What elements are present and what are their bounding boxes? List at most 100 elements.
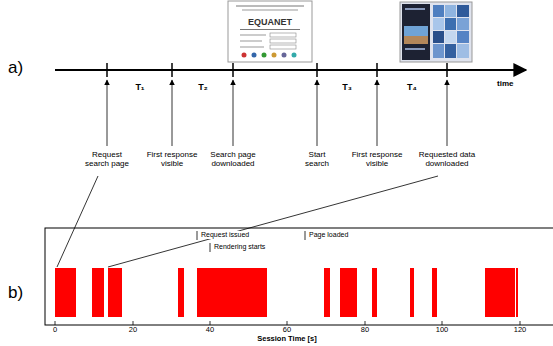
input-field xyxy=(270,45,296,49)
activity-bar xyxy=(372,268,377,317)
marker-label: Page loaded xyxy=(308,231,349,239)
event-label: First response visible xyxy=(348,150,406,168)
tick-label: 60 xyxy=(275,326,299,335)
activity-bar xyxy=(324,268,330,317)
axis-tick xyxy=(133,321,134,325)
text-line xyxy=(240,34,266,36)
activity-bar xyxy=(108,268,122,317)
activity-bar xyxy=(516,268,518,317)
tick-label: 100 xyxy=(430,326,454,335)
logo-icon xyxy=(272,53,277,58)
mosaic-tile xyxy=(457,31,469,43)
event-arrow xyxy=(317,80,318,146)
axis-ticks xyxy=(55,321,520,325)
axis-name: time xyxy=(497,79,527,88)
event-label: First response visible xyxy=(143,150,201,168)
event-tick xyxy=(171,63,173,77)
logo-icon xyxy=(282,53,287,58)
input-field xyxy=(270,39,296,43)
marker-label: Rendering starts xyxy=(213,243,266,251)
text-line xyxy=(240,40,262,42)
event-tick xyxy=(446,63,448,77)
activity-bar xyxy=(178,268,184,317)
activity-plot xyxy=(45,228,553,325)
marker-tick xyxy=(305,231,306,240)
activity-bar xyxy=(485,268,515,317)
screenshot-frame xyxy=(228,1,312,62)
marker-tick xyxy=(197,231,198,240)
event-label: Request search page xyxy=(82,150,132,168)
event-tick xyxy=(376,63,378,77)
axis-tick xyxy=(365,321,366,325)
plot-frame xyxy=(45,228,553,325)
event-label: Requested data downloaded xyxy=(415,150,479,168)
interval-label: T₄ xyxy=(402,82,422,92)
tick-label: 20 xyxy=(121,326,145,335)
logo-icon xyxy=(242,53,247,58)
mosaic-tile xyxy=(445,44,456,58)
tick-label: 120 xyxy=(508,326,532,335)
activity-bar xyxy=(432,268,437,317)
mosaic-tile xyxy=(457,18,469,30)
text-line xyxy=(240,46,264,48)
result-page-thumbnail xyxy=(400,2,472,62)
mosaic-tile xyxy=(433,44,444,58)
activity-bar xyxy=(340,268,357,317)
event-arrow xyxy=(233,80,234,146)
mosaic-tile xyxy=(433,5,444,17)
activity-bar xyxy=(55,268,76,317)
event-arrow xyxy=(107,80,108,146)
dark-panel xyxy=(402,4,430,60)
event-label: Start search xyxy=(302,150,332,168)
time-axis xyxy=(55,69,526,71)
panel-letter: b) xyxy=(8,283,38,303)
interval-label: T₂ xyxy=(193,82,213,92)
mosaic-tile xyxy=(445,18,456,30)
activity-bar xyxy=(92,268,104,317)
axis-title: Session Time [s] xyxy=(232,335,342,344)
logo-text: EQUANET xyxy=(233,17,307,27)
marker-label: Request issued xyxy=(200,231,250,239)
screenshot-frame xyxy=(400,2,472,62)
logo-icon xyxy=(252,53,257,58)
photo-sky xyxy=(404,26,428,36)
timeline xyxy=(55,63,526,146)
event-tick xyxy=(106,63,108,77)
event-tick xyxy=(316,63,318,77)
event-tick xyxy=(232,63,234,77)
leader-line xyxy=(108,176,438,267)
text-line xyxy=(236,5,304,7)
event-arrow xyxy=(377,80,378,146)
text-line xyxy=(405,48,425,50)
input-field xyxy=(270,33,296,37)
logo-icon xyxy=(262,53,267,58)
panel-letter: a) xyxy=(8,58,38,78)
search-page-thumbnail xyxy=(228,1,312,62)
leader-lines xyxy=(57,176,438,267)
activity-bar xyxy=(410,268,414,317)
leader-line xyxy=(57,176,98,267)
event-arrow xyxy=(447,80,448,146)
axis-tick xyxy=(210,321,211,325)
mosaic-tile xyxy=(457,44,469,58)
axis-tick xyxy=(520,321,521,325)
tick-label: 0 xyxy=(43,326,67,335)
rule-line xyxy=(240,29,300,30)
mosaic-tile xyxy=(445,5,456,17)
axis-tick xyxy=(55,321,56,325)
activity-bars xyxy=(55,268,518,317)
interval-label: T₃ xyxy=(337,82,357,92)
text-line xyxy=(405,8,425,10)
event-label: Search page downloaded xyxy=(206,150,260,168)
mosaic-tile xyxy=(445,31,456,43)
mosaic-tile xyxy=(433,18,444,30)
interval-label: T₁ xyxy=(130,82,150,92)
axis-tick xyxy=(442,321,443,325)
tick-label: 40 xyxy=(198,326,222,335)
mosaic-tile xyxy=(457,5,469,17)
tick-label: 80 xyxy=(353,326,377,335)
mosaic-tile xyxy=(433,31,444,43)
event-arrow xyxy=(172,80,173,146)
